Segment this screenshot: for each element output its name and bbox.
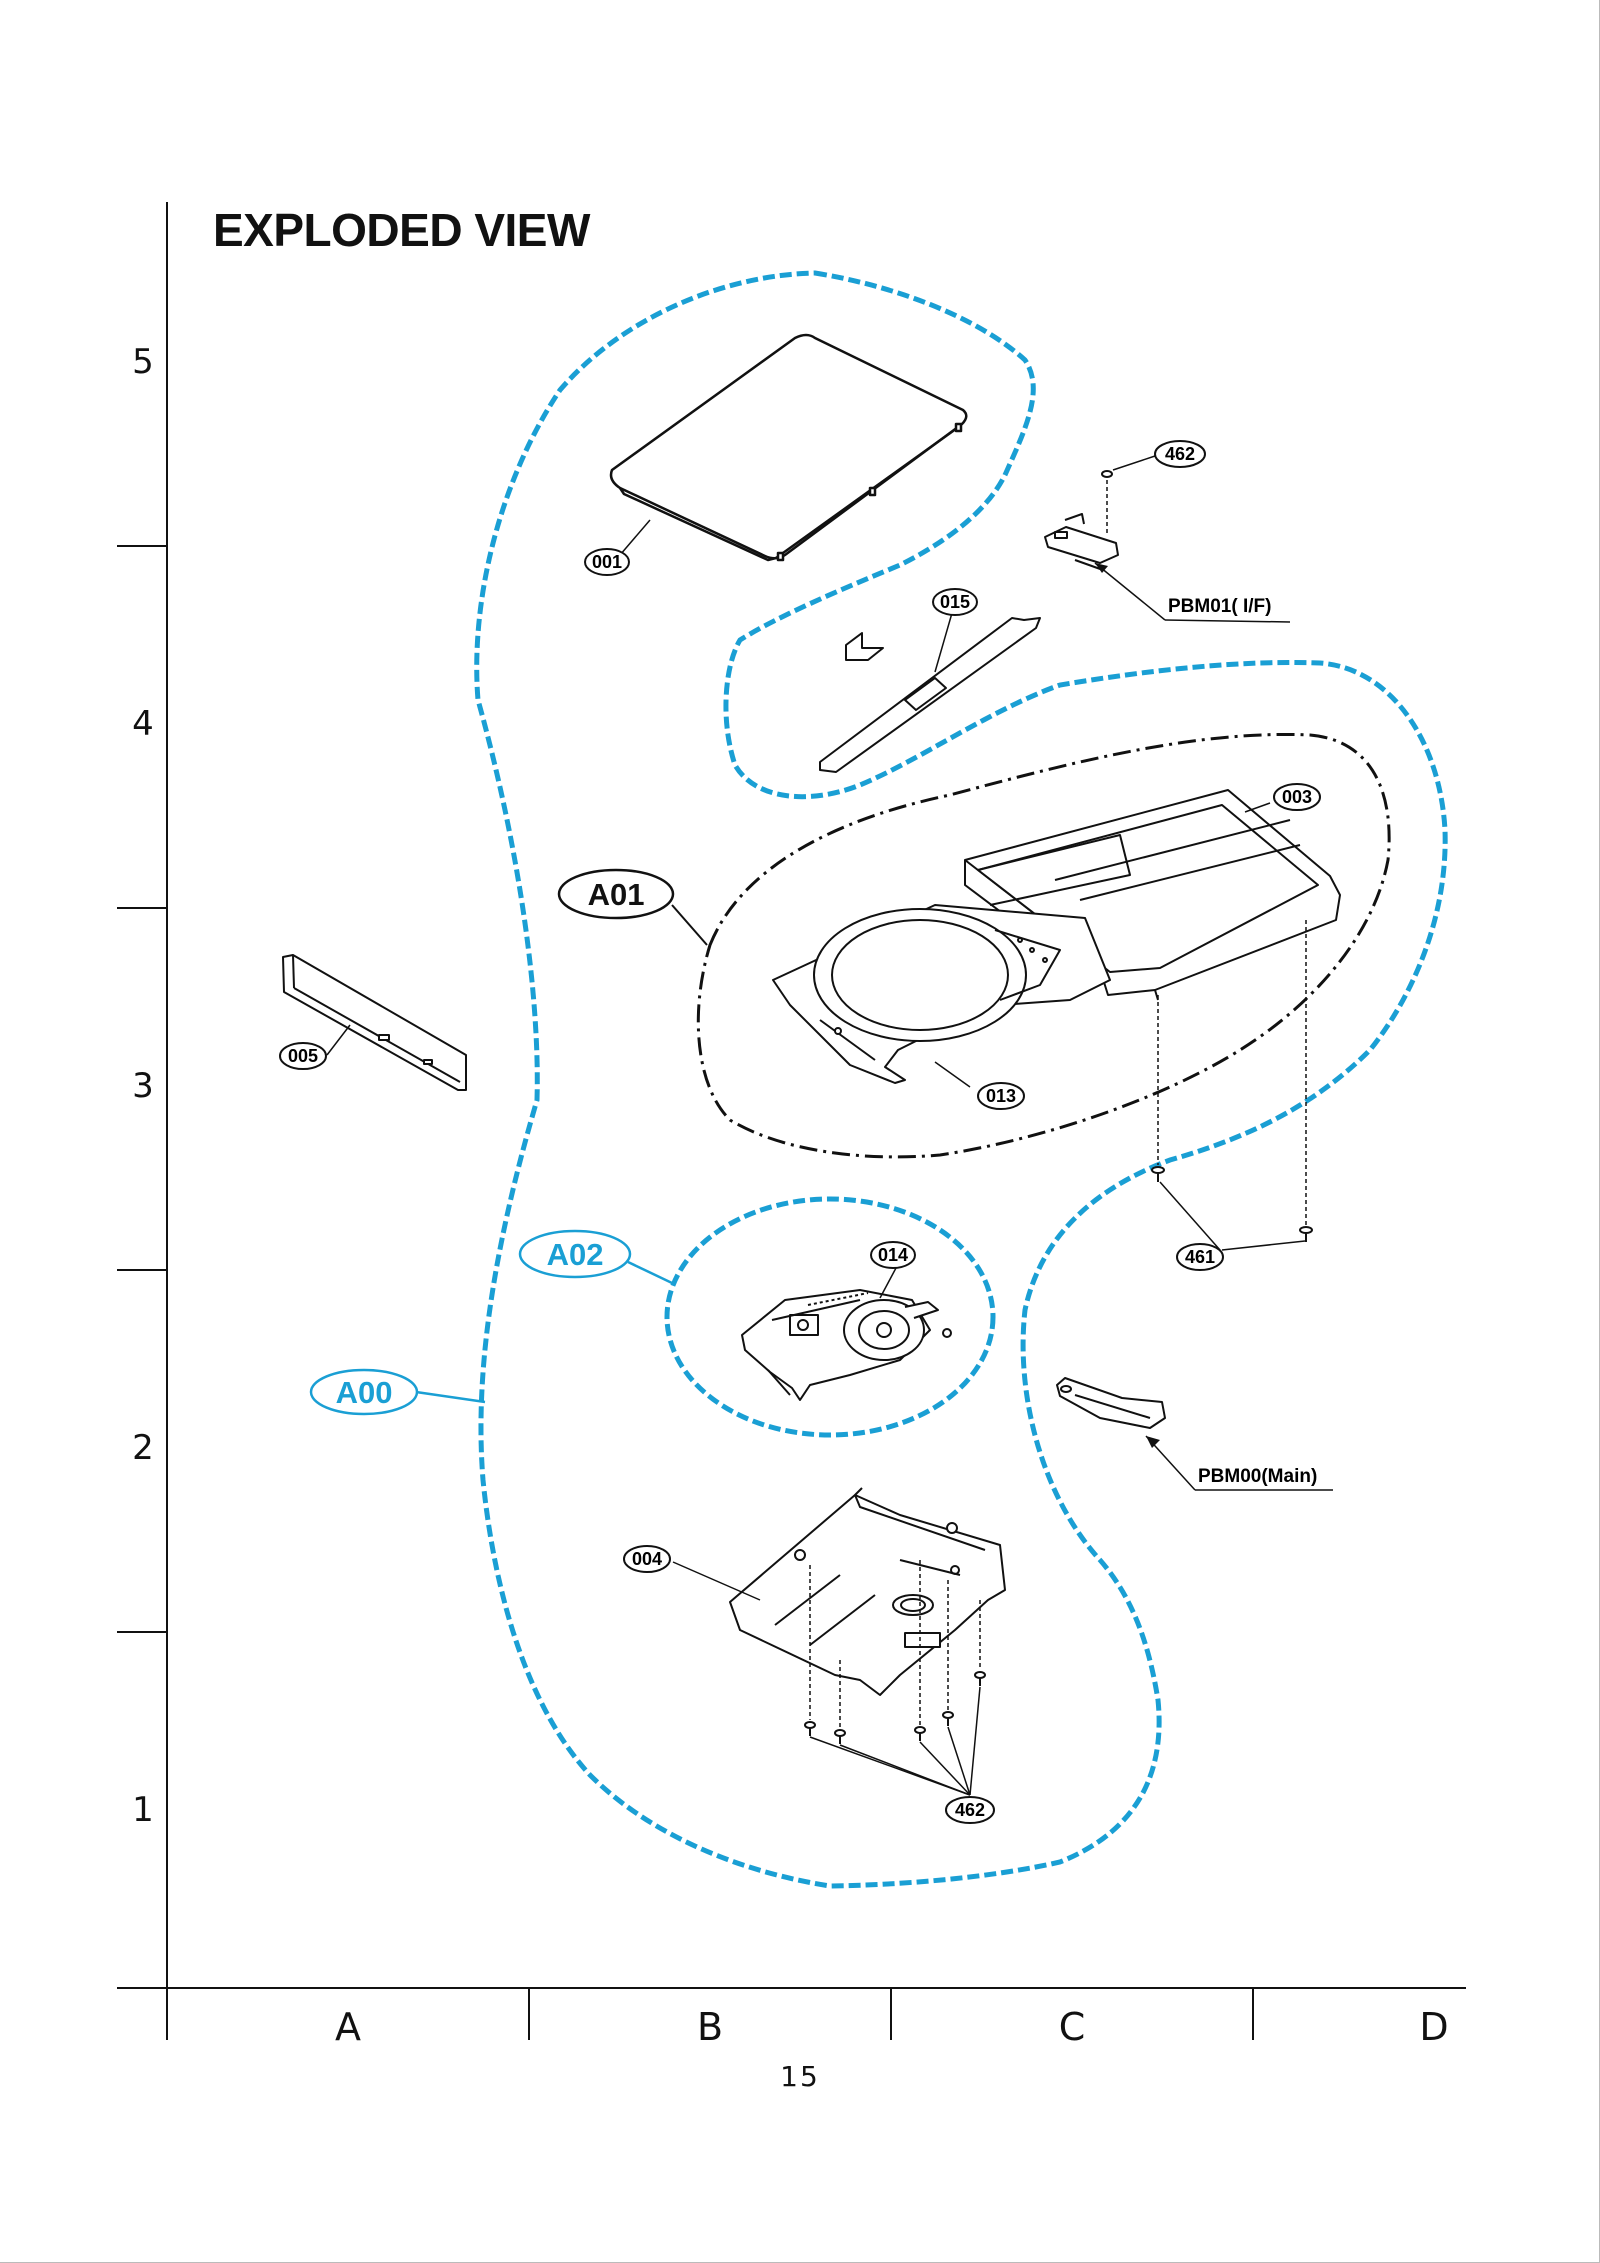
grid-column-label-a: A <box>335 2005 361 2049</box>
callout-013: 013 <box>977 1082 1025 1110</box>
board-label-pbm00: PBM00(Main) <box>1198 1466 1317 1487</box>
assembly-a02-text: A02 <box>547 1237 604 1272</box>
callout-004-text: 004 <box>632 1549 662 1569</box>
screw-462-a <box>804 1565 816 1736</box>
pbm01-arrowhead <box>1095 563 1108 573</box>
grid-row-label-4: 4 <box>132 704 154 744</box>
part-pbm01-interface-board <box>1044 470 1119 571</box>
part-pbm00-main-board <box>1056 1377 1166 1429</box>
callout-014: 014 <box>870 1241 916 1269</box>
assembly-a01-outline <box>696 733 1391 1159</box>
callout-462-top: 462 <box>1154 440 1206 468</box>
screw-462-e <box>974 1600 986 1686</box>
grid-column-label-c: C <box>1058 2005 1086 2049</box>
screw-set <box>804 920 1313 1744</box>
page-title: EXPLODED VIEW <box>213 204 590 256</box>
part-004-chassis <box>729 1487 1006 1696</box>
callout-005: 005 <box>279 1042 327 1070</box>
callout-003: 003 <box>1273 783 1321 811</box>
grid-column-label-b: B <box>696 2005 724 2049</box>
part-013-disc-tray <box>772 904 1111 1084</box>
grid-row-label-5: 5 <box>132 342 154 382</box>
callout-461-text: 461 <box>1185 1247 1215 1267</box>
grid-row-label-1: 1 <box>132 1790 154 1830</box>
callout-005-text: 005 <box>288 1046 318 1066</box>
screw-461-left <box>1151 995 1165 1182</box>
screw-461-right <box>1299 920 1313 1242</box>
assembly-a01-label: A01 <box>557 868 708 946</box>
part-015-flex-cable <box>819 617 1041 773</box>
screw-462-b <box>834 1660 846 1744</box>
callout-462-bottom-text: 462 <box>955 1800 985 1820</box>
callout-015: 015 <box>932 588 978 616</box>
page-number: 15 <box>780 2060 820 2093</box>
assembly-a00-outline <box>474 270 1448 1889</box>
part-005-front-panel <box>282 954 467 1091</box>
callout-462-top-text: 462 <box>1165 444 1195 464</box>
callout-003-text: 003 <box>1282 787 1312 807</box>
grid-row-label-2: 2 <box>132 1428 154 1468</box>
callout-014-text: 014 <box>878 1245 908 1265</box>
grid-row-label-3: 3 <box>132 1066 154 1106</box>
part-014-optical-pickup <box>741 1289 952 1401</box>
grid-column-label-d: D <box>1419 2005 1449 2049</box>
callout-001-text: 001 <box>592 552 622 572</box>
callout-004: 004 <box>623 1545 671 1573</box>
screw-462-c <box>914 1560 926 1741</box>
assembly-a01-text: A01 <box>588 877 645 912</box>
board-label-pbm01: PBM01( I/F) <box>1168 596 1271 617</box>
callout-015-text: 015 <box>940 592 970 612</box>
callout-461: 461 <box>1176 1243 1224 1271</box>
callout-013-text: 013 <box>986 1086 1016 1106</box>
part-001-top-cover <box>609 333 968 562</box>
leader-lines <box>326 455 1333 1796</box>
assembly-a02-outline <box>664 1196 996 1438</box>
assembly-a00-label: A00 <box>309 1368 486 1416</box>
assembly-a02-label: A02 <box>518 1229 673 1285</box>
screw-462-d <box>942 1580 954 1726</box>
pbm00-arrowhead <box>1146 1436 1160 1448</box>
callout-462-bottom: 462 <box>945 1796 995 1824</box>
assembly-a00-text: A00 <box>336 1375 393 1410</box>
grid-frame <box>117 202 1466 2040</box>
callout-001: 001 <box>584 548 630 576</box>
